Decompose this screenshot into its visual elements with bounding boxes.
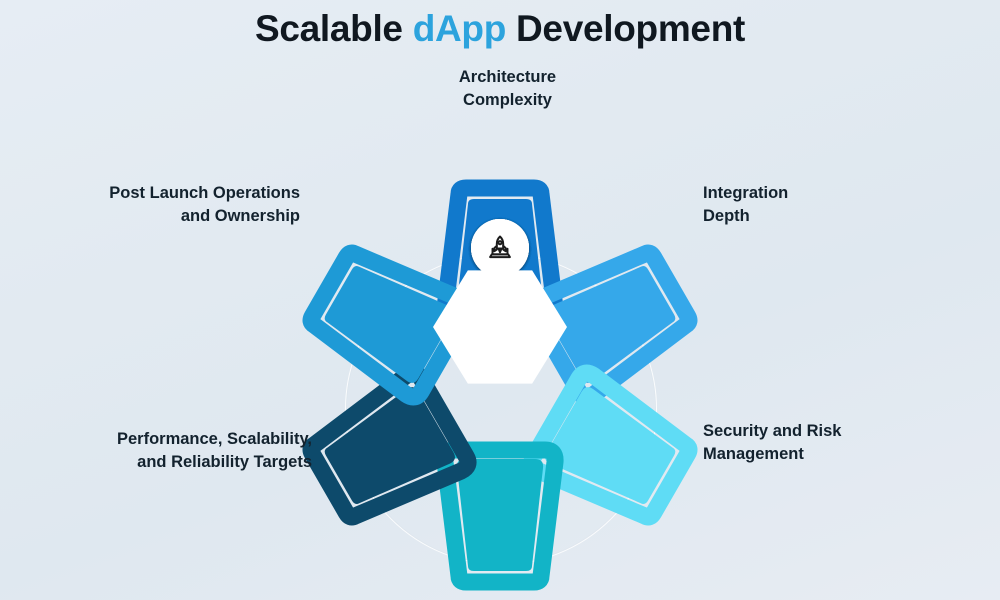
page-title: Scalable dApp Development bbox=[0, 0, 1000, 58]
label-security-and-risk-management: Security and Risk Management bbox=[703, 422, 842, 463]
title-suffix: Development bbox=[506, 8, 746, 49]
label-architecture-complexity: Architecture Complexity bbox=[458, 68, 557, 109]
label-integration-depth: Integration Depth bbox=[703, 184, 789, 225]
label-post-launch-operations-and-ownership: Post Launch Operations and Ownership bbox=[109, 184, 300, 225]
title-prefix: Scalable bbox=[254, 8, 413, 49]
label-performance-scalability-reliability-targets: Performance, Scalability, and Reliabilit… bbox=[116, 430, 312, 471]
title-accent: dApp bbox=[412, 8, 507, 49]
